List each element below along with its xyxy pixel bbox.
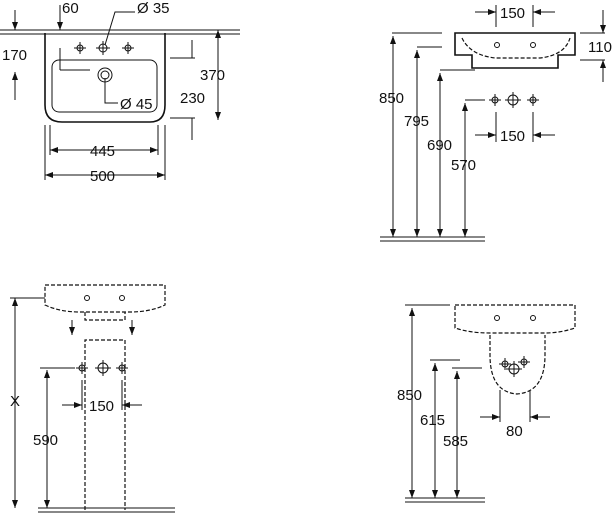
dim-80: 80: [506, 423, 523, 440]
dim-570: 570: [451, 157, 476, 174]
basin-dashed: [44, 284, 166, 313]
wall-line: [0, 29, 240, 35]
tap-holes: [74, 41, 134, 55]
trap-cover-dashed: [489, 335, 546, 395]
tap-holes-side: [489, 92, 539, 108]
dim-150-top: 150: [500, 5, 525, 22]
basin-dashed: [454, 304, 576, 334]
pedestal-view: X 150 590: [10, 284, 175, 513]
dim-drain-diameter: Ø 45: [120, 96, 153, 113]
dim-795: 795: [404, 113, 429, 130]
dim-110: 110: [588, 39, 612, 56]
pedestal-dashed: [84, 339, 126, 510]
basin-side: [454, 32, 576, 69]
dim-850: 850: [379, 90, 404, 107]
dim-60: 60: [62, 0, 79, 17]
dim-850: 850: [397, 387, 422, 404]
top-view: 60 Ø 35 170 370 Ø 45 230 445 500: [0, 0, 240, 185]
dim-150: 150: [500, 128, 525, 145]
dim-170: 170: [2, 47, 27, 64]
dim-690: 690: [427, 137, 452, 154]
dim-615: 615: [420, 412, 445, 429]
semipedestal-view: 850 615 585 80: [397, 304, 576, 503]
dim-230: 230: [180, 90, 205, 107]
dim-150: 150: [89, 398, 114, 415]
bowl-outline: [51, 59, 158, 113]
dim-590: 590: [33, 432, 58, 449]
side-view: 150 110 850 795 690 570 150: [379, 5, 612, 242]
floor-line: [380, 236, 485, 242]
dim-585: 585: [443, 433, 468, 450]
dim-500: 500: [90, 168, 115, 185]
dim-tap-hole-diameter: Ø 35: [137, 0, 170, 17]
dim-x: X: [10, 393, 20, 410]
dim-370: 370: [200, 67, 225, 84]
basin-outline: [44, 33, 166, 123]
dim-445: 445: [90, 143, 115, 160]
